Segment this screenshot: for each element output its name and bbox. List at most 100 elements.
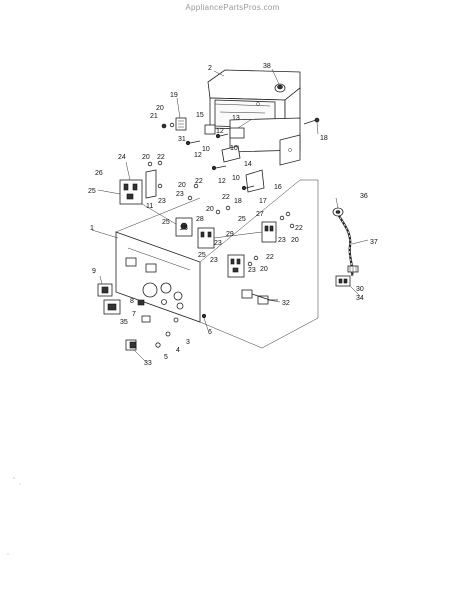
callout-20: 20: [156, 105, 164, 112]
screw-part-18-upper: [303, 117, 320, 125]
assembly-lines: [115, 179, 319, 349]
cover-part-13: [229, 127, 245, 139]
callout-23: 23: [214, 240, 222, 247]
callout-37: 37: [370, 239, 378, 246]
part-7: [141, 315, 151, 323]
callout-28: 28: [196, 216, 204, 223]
part-3-washer: [173, 317, 179, 323]
callout-4: 4: [176, 347, 180, 354]
callout-33: 33: [144, 360, 152, 367]
control-panel-part-1: [115, 231, 201, 323]
callout-16: 16: [274, 184, 282, 191]
callout-3: 3: [186, 339, 190, 346]
connector-part-34: [335, 275, 351, 287]
nuts-lower-right: [247, 255, 259, 267]
switch-part-19: [175, 117, 187, 131]
part-5-nut: [155, 342, 161, 348]
callout-10: 10: [232, 175, 240, 182]
callout-25: 25: [180, 225, 188, 232]
callout-24: 24: [118, 154, 126, 161]
nut-part-20-upper: [169, 122, 175, 128]
grommet-part-36: [332, 207, 344, 217]
callout-9: 9: [92, 268, 96, 275]
callout-17: 17: [259, 198, 267, 205]
switch-part-35: [103, 299, 121, 315]
callout-20: 20: [206, 206, 214, 213]
callout-25: 25: [88, 188, 96, 195]
receptacle-part-27: [261, 221, 277, 243]
receptacle-part-26: [119, 179, 143, 205]
callout-25: 25: [238, 216, 246, 223]
callout-32: 32: [282, 300, 290, 307]
callout-12: 12: [218, 178, 226, 185]
callout-31: 31: [178, 136, 186, 143]
callout-7: 7: [132, 311, 136, 318]
receptacle-part-28: [197, 227, 215, 249]
callout-29: 29: [226, 231, 234, 238]
callout-27: 27: [256, 211, 264, 218]
callout-20: 20: [291, 237, 299, 244]
callout-20: 20: [260, 266, 268, 273]
callout-15: 15: [196, 112, 204, 119]
callout-23: 23: [248, 267, 256, 274]
callout-25: 25: [198, 252, 206, 259]
watermark: AppliancePartsPros.com: [185, 3, 280, 12]
connector-part-30: [347, 265, 359, 273]
callout-36: 36: [360, 193, 368, 200]
callout-8: 8: [130, 298, 134, 305]
callout-13: 13: [232, 115, 240, 122]
callout-22: 22: [266, 254, 274, 261]
callout-10: 10: [230, 145, 238, 152]
scan-specks: [7, 477, 21, 555]
callout-30: 30: [356, 286, 364, 293]
screws-part-12-10: [185, 133, 229, 171]
callout-35: 35: [120, 319, 128, 326]
nuts-center: [187, 183, 231, 215]
harness-part-32: [241, 289, 278, 305]
receptacle-part-29: [227, 254, 245, 278]
callout-23: 23: [278, 237, 286, 244]
knob-part-33: [125, 339, 137, 351]
part-4-washer: [165, 331, 171, 337]
bracket-part-14: [221, 145, 241, 163]
callout-34: 34: [356, 295, 364, 302]
callout-23: 23: [158, 198, 166, 205]
callout-14: 14: [244, 161, 252, 168]
callout-1: 1: [90, 225, 94, 232]
bracket-part-15: [204, 124, 216, 135]
housing-box: [207, 69, 301, 166]
callout-22: 22: [157, 154, 165, 161]
callout-18: 18: [320, 135, 328, 142]
callouts: 2 38 19 20 21 31 15 13 18 12 10 12 10 24…: [88, 63, 378, 367]
part-8: [137, 299, 145, 306]
callout-20: 20: [178, 182, 186, 189]
callout-11: 11: [146, 203, 153, 210]
callout-5: 5: [164, 354, 168, 361]
callout-20: 20: [142, 154, 150, 161]
callout-12: 12: [216, 128, 224, 135]
callout-22: 22: [295, 225, 303, 232]
callout-22: 22: [195, 178, 203, 185]
nuts-part-20-22-left: [147, 160, 163, 189]
nuts-right: [279, 211, 295, 229]
callout-22: 22: [222, 194, 230, 201]
callout-23: 23: [210, 257, 218, 264]
receptacle-part-25-center: [175, 217, 193, 237]
screw-part-6: [201, 313, 207, 319]
callout-23: 23: [176, 191, 184, 198]
callout-12: 12: [194, 152, 202, 159]
callout-26: 26: [95, 170, 103, 177]
callout-38: 38: [263, 63, 271, 70]
knob-part-38: [274, 83, 286, 93]
breaker-part-9: [97, 283, 113, 297]
plate-part-24: [145, 169, 157, 199]
callout-10: 10: [202, 146, 210, 153]
callout-18: 18: [234, 198, 242, 205]
callout-25: 25: [162, 219, 170, 226]
screw-part-21: [161, 123, 167, 129]
callout-6: 6: [208, 329, 212, 336]
callout-21: 21: [150, 113, 158, 120]
callout-2: 2: [208, 65, 212, 72]
callout-19: 19: [170, 92, 178, 99]
